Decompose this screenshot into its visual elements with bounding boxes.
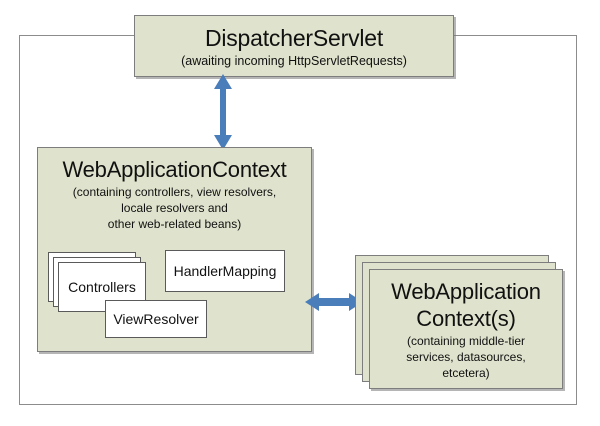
root-context-subtitle-line3: etcetera): [442, 366, 490, 380]
dispatcher-servlet-title: DispatcherServlet: [204, 25, 384, 51]
root-context-subtitle-line1: (containing middle-tier: [406, 334, 526, 348]
root-context-title-line1: WebApplication: [391, 279, 541, 304]
dispatcher-servlet-box[interactable]: DispatcherServlet (awaiting incoming Htt…: [134, 15, 454, 77]
dispatcher-servlet-content: DispatcherServlet (awaiting incoming Htt…: [135, 16, 453, 76]
double-arrow-vertical-icon: [214, 74, 232, 150]
root-context-subtitle-line2: services, datasources,: [406, 350, 526, 364]
view-resolver-label: ViewResolver: [113, 311, 199, 327]
dispatcher-servlet-subtitle: (awaiting incoming HttpServletRequests): [181, 54, 407, 68]
web-application-context-title: WebApplicationContext: [62, 157, 287, 182]
double-arrow-horizontal-icon: [305, 293, 363, 311]
root-context-content: WebApplication Context(s) (containing mi…: [370, 270, 562, 388]
web-context-to-root-contexts-arrow: [305, 288, 363, 316]
handler-mapping-content: HandlerMapping: [166, 251, 284, 291]
web-application-context-subtitle-line3: other web-related beans): [107, 217, 242, 231]
view-resolver-box[interactable]: ViewResolver: [105, 300, 207, 338]
web-application-context-subtitle-line1: (containing controllers, view resolvers,: [72, 185, 277, 199]
controllers-content: Controllers: [59, 263, 145, 311]
web-application-context-header: WebApplicationContext (containing contro…: [38, 156, 311, 231]
web-application-context-subtitle-line2: locale resolvers and: [121, 201, 228, 215]
view-resolver-content: ViewResolver: [106, 301, 206, 337]
handler-mapping-box[interactable]: HandlerMapping: [165, 250, 285, 292]
root-context-title-line2: Context(s): [416, 306, 516, 331]
handler-mapping-label: HandlerMapping: [173, 263, 277, 279]
dispatcher-to-web-context-arrow: [208, 74, 238, 150]
controllers-label: Controllers: [68, 279, 136, 295]
root-web-application-contexts-box[interactable]: WebApplication Context(s) (containing mi…: [369, 269, 563, 389]
